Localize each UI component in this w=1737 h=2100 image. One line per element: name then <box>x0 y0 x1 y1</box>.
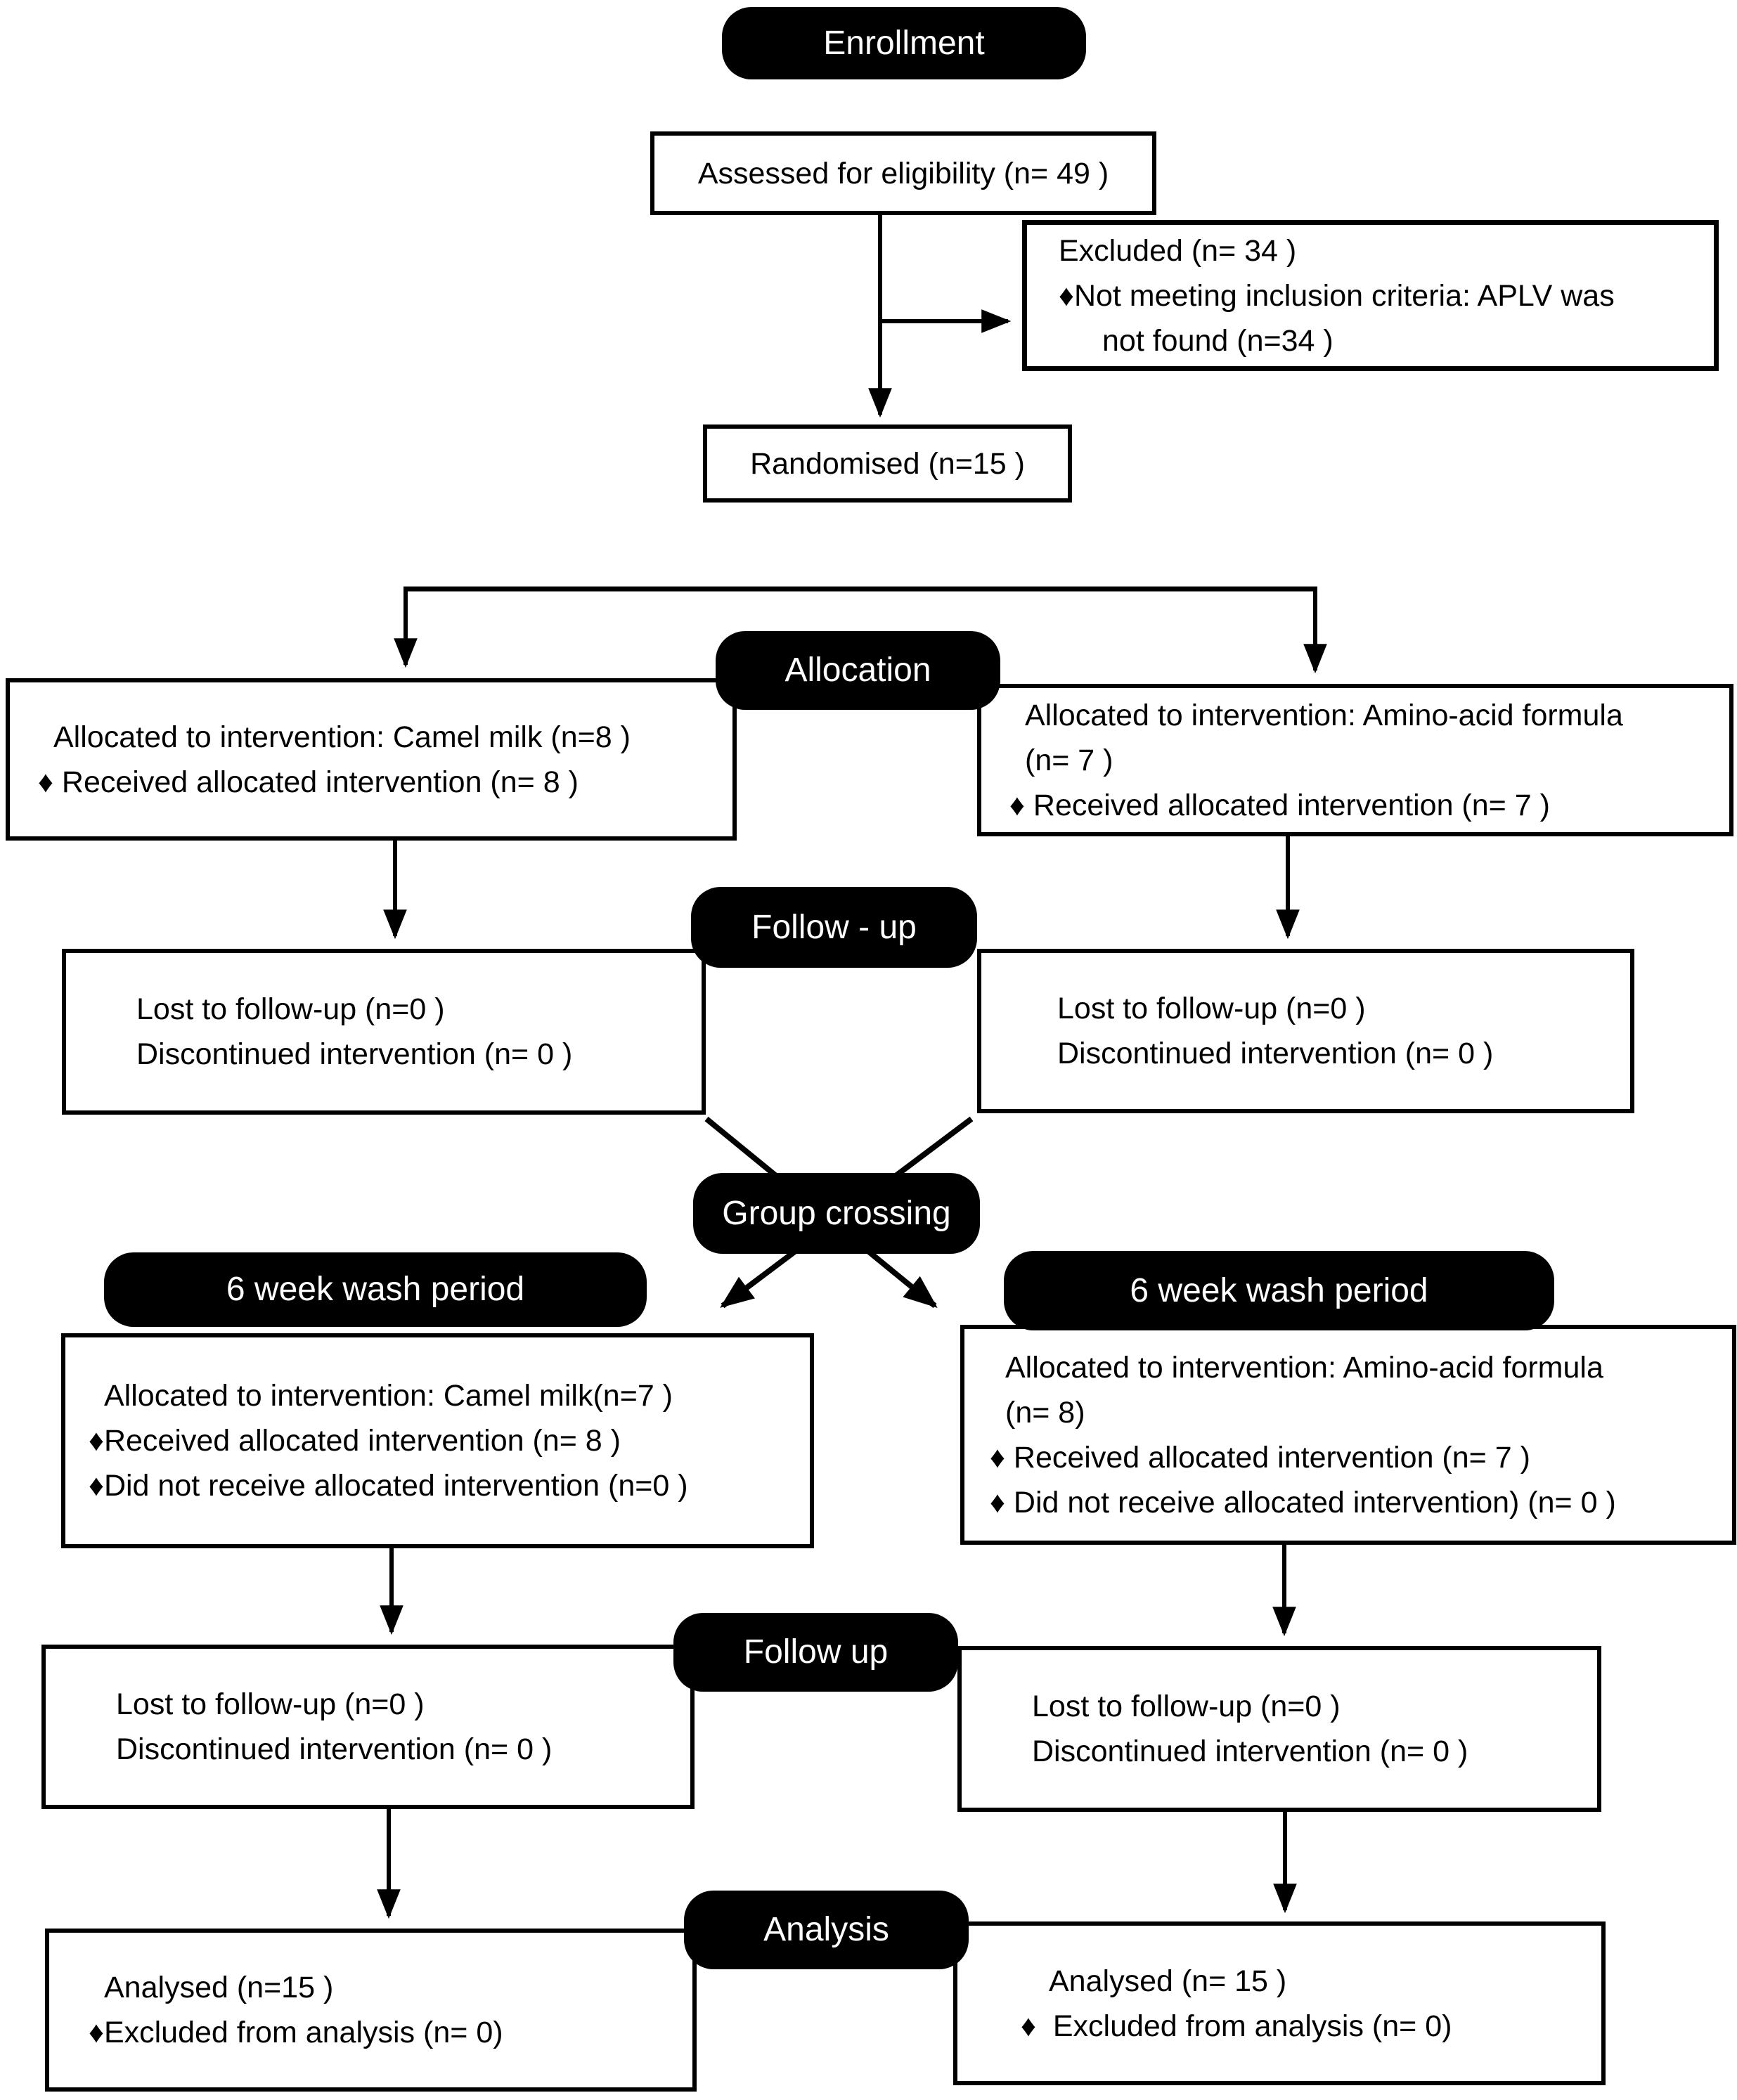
box-randomised: Randomised (n=15 ) <box>703 424 1072 503</box>
box-text: ♦ Excluded from analysis (n= 0) <box>1021 2009 1452 2043</box>
box-crossed-camel-milk: Allocated to intervention: Camel milk(n=… <box>61 1333 814 1548</box>
stage-label: 6 week wash period <box>1130 1271 1428 1309</box>
stage-pill-follow-up-1: Follow - up <box>691 887 977 968</box>
box-text: (n= 8) <box>1005 1395 1085 1430</box>
box-excluded: Excluded (n= 34 ) ♦Not meeting inclusion… <box>1022 220 1719 371</box>
stage-label: Follow - up <box>751 908 917 946</box>
box-text: Randomised (n=15 ) <box>750 446 1025 481</box>
stage-label: Follow up <box>743 1633 889 1671</box>
box-analysed-right: Analysed (n= 15 ) ♦ Excluded from analys… <box>953 1921 1606 2085</box>
box-crossed-amino-acid: Allocated to intervention: Amino-acid fo… <box>960 1325 1736 1545</box>
stage-pill-follow-up-2: Follow up <box>673 1613 958 1692</box>
box-text: Discontinued intervention (n= 0 ) <box>1032 1735 1468 1768</box>
box-allocated-camel-milk: Allocated to intervention: Camel milk (n… <box>6 678 737 841</box>
box-text: Lost to follow-up (n=0 ) <box>1057 992 1366 1025</box>
box-text: ♦Not meeting inclusion criteria: APLV wa… <box>1059 278 1615 313</box>
stage-pill-allocation: Allocation <box>716 631 1000 710</box>
box-text: ♦ Received allocated intervention (n= 7 … <box>990 1440 1530 1474</box>
box-text: Lost to follow-up (n=0 ) <box>136 992 445 1026</box>
box-text: Discontinued intervention (n= 0 ) <box>1057 1037 1494 1070</box>
box-text: ♦ Received allocated intervention (n= 7 … <box>1009 788 1550 822</box>
box-text: Excluded (n= 34 ) <box>1059 233 1297 268</box>
box-text: not found (n=34 ) <box>1102 323 1334 358</box>
box-text: Allocated to intervention: Camel milk(n=… <box>104 1379 673 1413</box>
box-text: Discontinued intervention (n= 0 ) <box>136 1037 573 1071</box>
stage-pill-wash-period-right: 6 week wash period <box>1004 1251 1554 1330</box>
stage-pill-analysis: Analysis <box>684 1891 969 1969</box>
box-follow-up-2-right: Lost to follow-up (n=0 ) Discontinued in… <box>957 1646 1601 1812</box>
stage-pill-wash-period-left: 6 week wash period <box>104 1252 647 1327</box>
box-text: Allocated to intervention: Camel milk (n… <box>53 720 631 754</box>
stage-label: Analysis <box>763 1911 889 1948</box>
box-text: Allocated to intervention: Amino-acid fo… <box>1005 1350 1603 1385</box>
box-follow-up-2-left: Lost to follow-up (n=0 ) Discontinued in… <box>41 1645 695 1809</box>
box-follow-up-right: Lost to follow-up (n=0 ) Discontinued in… <box>977 949 1634 1113</box>
box-text: Lost to follow-up (n=0 ) <box>1032 1690 1341 1723</box>
box-text: Allocated to intervention: Amino-acid fo… <box>1025 698 1623 732</box>
stage-label: Enrollment <box>823 24 985 62</box>
box-text: Assessed for eligibility (n= 49 ) <box>697 156 1109 190</box>
box-text: (n= 7 ) <box>1025 743 1113 777</box>
box-allocated-amino-acid: Allocated to intervention: Amino-acid fo… <box>977 684 1733 836</box>
box-text: ♦Did not receive allocated intervention … <box>89 1469 688 1503</box>
box-text: ♦ Received allocated intervention (n= 8 … <box>38 765 579 799</box>
box-text: ♦Excluded from analysis (n= 0) <box>89 2016 503 2049</box>
box-text: Analysed (n= 15 ) <box>1049 1964 1287 1998</box>
stage-label: Group crossing <box>722 1194 951 1232</box>
box-text: ♦Received allocated intervention (n= 8 ) <box>89 1424 621 1458</box>
box-follow-up-left: Lost to follow-up (n=0 ) Discontinued in… <box>62 949 706 1115</box>
box-assessed-for-eligibility: Assessed for eligibility (n= 49 ) <box>650 131 1156 215</box>
stage-label: Allocation <box>784 652 931 689</box>
box-text: Lost to follow-up (n=0 ) <box>116 1687 425 1721</box>
box-text: Analysed (n=15 ) <box>104 1971 334 2004</box>
box-text: Discontinued intervention (n= 0 ) <box>116 1732 553 1766</box>
stage-pill-group-crossing: Group crossing <box>693 1173 980 1254</box>
box-analysed-left: Analysed (n=15 ) ♦Excluded from analysis… <box>45 1929 697 2092</box>
box-text: ♦ Did not receive allocated intervention… <box>990 1485 1616 1519</box>
stage-label: 6 week wash period <box>226 1271 525 1308</box>
stage-pill-enrollment: Enrollment <box>722 7 1086 79</box>
